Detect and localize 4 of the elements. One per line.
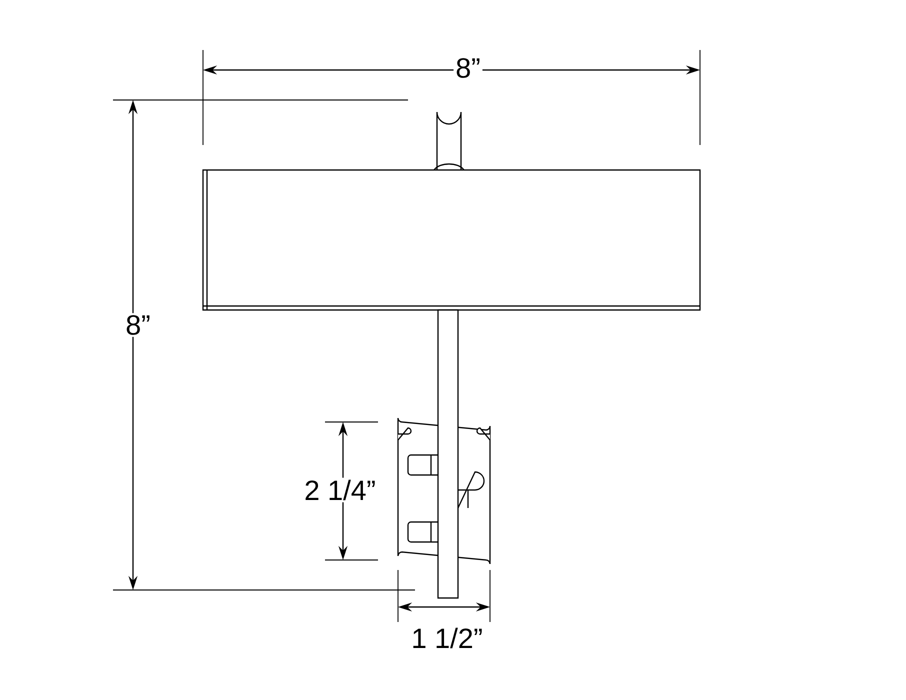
dimension-label: 1 1/2”	[409, 626, 485, 650]
dimension-label: 2 1/4”	[302, 478, 378, 502]
dimension-label: 8”	[124, 313, 152, 337]
dimension-label: 8”	[454, 56, 482, 80]
